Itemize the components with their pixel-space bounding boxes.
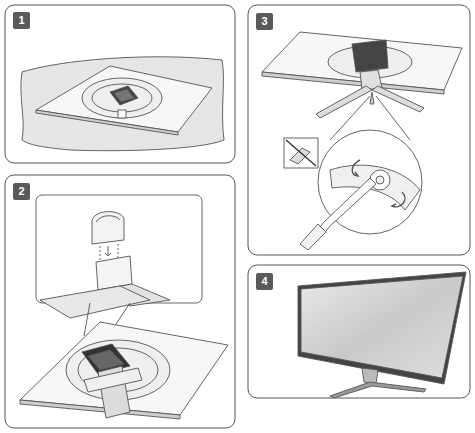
step-panel xyxy=(5,5,235,163)
callout-number: 3 xyxy=(256,13,273,30)
step-panel xyxy=(248,5,470,255)
assembled-monitor xyxy=(298,272,466,398)
step-panel xyxy=(248,265,470,398)
neck-assembly xyxy=(20,195,228,419)
monitor-on-cloth xyxy=(21,57,224,151)
callout-number: 4 xyxy=(256,273,273,290)
step-panel xyxy=(5,175,235,428)
callout-number: 1 xyxy=(13,12,30,29)
callout-number: 2 xyxy=(13,183,30,200)
base-assembly xyxy=(262,32,462,250)
